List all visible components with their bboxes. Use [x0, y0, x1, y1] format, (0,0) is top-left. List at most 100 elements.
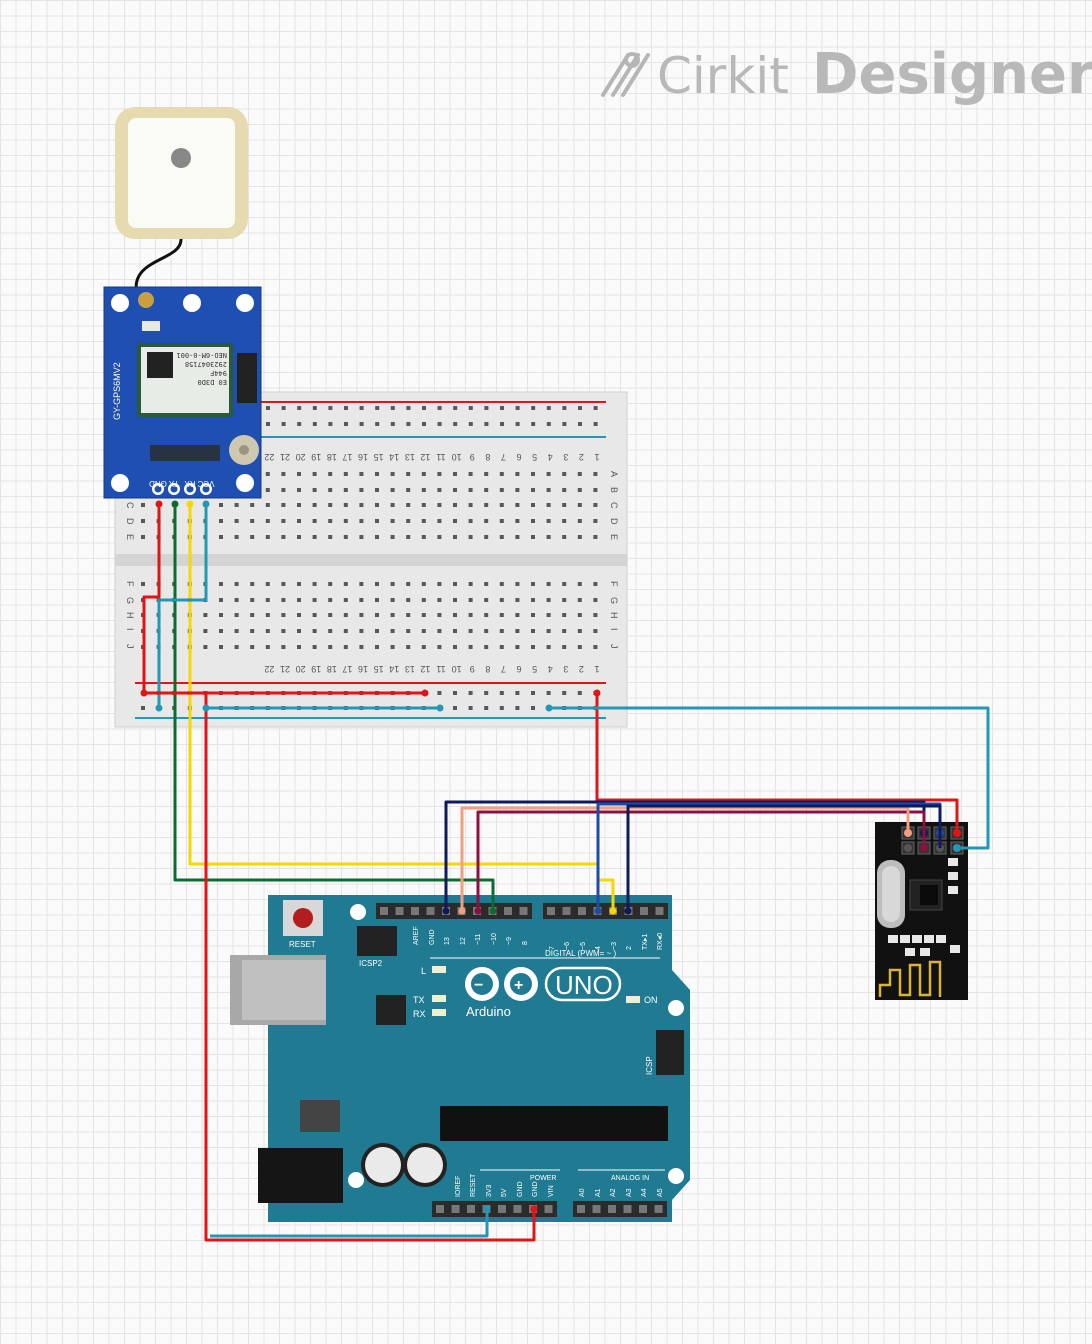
breadboard-hole[interactable] [468, 598, 473, 602]
breadboard-hole[interactable] [390, 519, 395, 523]
breadboard-rail-hole[interactable] [437, 406, 442, 410]
breadboard-hole[interactable] [390, 598, 395, 602]
breadboard-hole[interactable] [250, 613, 255, 617]
breadboard-hole[interactable] [562, 472, 567, 476]
breadboard-hole[interactable] [265, 598, 270, 602]
breadboard-hole[interactable] [219, 629, 223, 633]
breadboard-hole[interactable] [359, 645, 364, 649]
breadboard-rail-hole[interactable] [500, 406, 504, 410]
breadboard-hole[interactable] [546, 535, 551, 539]
breadboard-hole[interactable] [515, 535, 520, 539]
breadboard-hole[interactable] [219, 503, 223, 507]
breadboard-hole[interactable] [453, 629, 457, 633]
digital-header-right-pin[interactable] [578, 907, 586, 915]
breadboard-rail-hole[interactable] [468, 422, 473, 426]
breadboard-rail-hole[interactable] [499, 706, 504, 710]
breadboard-hole[interactable] [484, 472, 489, 476]
breadboard-hole[interactable] [437, 519, 442, 523]
breadboard-hole[interactable] [453, 582, 457, 586]
breadboard-hole[interactable] [312, 613, 317, 617]
breadboard-hole[interactable] [219, 535, 223, 539]
breadboard-rail-hole[interactable] [562, 406, 567, 410]
breadboard-hole[interactable] [234, 519, 239, 523]
nrf-pin-header[interactable] [901, 826, 964, 855]
wire-nrf-miso[interactable] [460, 806, 910, 911]
breadboard-hole[interactable] [531, 488, 535, 492]
breadboard-hole[interactable] [437, 645, 442, 649]
breadboard-hole[interactable] [468, 519, 473, 523]
breadboard-rail-hole[interactable] [297, 406, 302, 410]
breadboard-hole[interactable] [515, 598, 520, 602]
power-header-pin[interactable] [451, 1205, 460, 1213]
breadboard-hole[interactable] [265, 629, 270, 633]
breadboard-hole[interactable] [515, 472, 520, 476]
breadboard-hole[interactable] [328, 582, 333, 586]
breadboard-rail-hole[interactable] [593, 422, 598, 426]
breadboard-rail-hole[interactable] [453, 706, 457, 710]
breadboard-hole[interactable] [562, 488, 567, 492]
analog-header-pin[interactable] [608, 1205, 616, 1213]
breadboard-hole[interactable] [577, 535, 582, 539]
breadboard-hole[interactable] [281, 582, 286, 586]
breadboard-rail-hole[interactable] [578, 406, 582, 410]
breadboard-hole[interactable] [468, 629, 473, 633]
digital-header-right-pin[interactable] [547, 907, 555, 915]
breadboard-hole[interactable] [359, 582, 364, 586]
breadboard-hole[interactable] [593, 598, 598, 602]
breadboard-hole[interactable] [281, 613, 286, 617]
wire-arduino-5v[interactable] [204, 693, 536, 1242]
power-header-pin[interactable] [467, 1205, 475, 1213]
breadboard-hole[interactable] [562, 535, 567, 539]
breadboard-hole[interactable] [359, 629, 364, 633]
breadboard-hole[interactable] [562, 629, 567, 633]
breadboard-hole[interactable] [250, 598, 255, 602]
breadboard-hole[interactable] [468, 613, 473, 617]
breadboard-hole[interactable] [375, 598, 379, 602]
analog-header-pin[interactable] [623, 1205, 632, 1213]
breadboard-hole[interactable] [515, 629, 520, 633]
breadboard-hole[interactable] [265, 582, 270, 586]
wire-nrf-vcc[interactable] [595, 693, 959, 833]
breadboard-hole[interactable] [421, 535, 426, 539]
breadboard-hole[interactable] [203, 613, 208, 617]
breadboard-hole[interactable] [375, 519, 379, 523]
breadboard-hole[interactable] [265, 645, 270, 649]
breadboard-rail-hole[interactable] [515, 691, 520, 695]
breadboard-rail-hole[interactable] [406, 406, 411, 410]
breadboard-hole[interactable] [250, 519, 255, 523]
breadboard-hole[interactable] [421, 582, 426, 586]
wire-gps-vcc[interactable] [142, 504, 161, 693]
breadboard-rail-hole[interactable] [468, 406, 473, 410]
breadboard-hole[interactable] [499, 629, 504, 633]
breadboard-hole[interactable] [343, 598, 348, 602]
breadboard-hole[interactable] [265, 472, 270, 476]
breadboard-rail-hole[interactable] [577, 691, 582, 695]
breadboard-hole[interactable] [312, 488, 317, 492]
digital-header-left-pin[interactable] [519, 907, 528, 915]
breadboard-rail-hole[interactable] [312, 406, 317, 410]
wire-nrf-mosi[interactable] [476, 810, 926, 911]
breadboard-hole[interactable] [219, 582, 223, 586]
breadboard-rail-hole[interactable] [390, 422, 395, 426]
breadboard-rail-hole[interactable] [297, 422, 302, 426]
breadboard-hole[interactable] [577, 488, 582, 492]
breadboard-hole[interactable] [297, 629, 301, 633]
breadboard-rail-hole[interactable] [531, 691, 535, 695]
breadboard-hole[interactable] [499, 503, 504, 507]
breadboard-hole[interactable] [484, 488, 489, 492]
breadboard-hole[interactable] [499, 535, 504, 539]
breadboard-hole[interactable] [593, 472, 598, 476]
breadboard-hole[interactable] [531, 645, 535, 649]
breadboard-rail-hole[interactable] [546, 691, 551, 695]
breadboard-hole[interactable] [453, 503, 457, 507]
breadboard-hole[interactable] [421, 598, 426, 602]
breadboard-hole[interactable] [375, 629, 379, 633]
breadboard-hole[interactable] [359, 519, 364, 523]
breadboard-hole[interactable] [546, 629, 551, 633]
breadboard-hole[interactable] [468, 535, 473, 539]
digital-header-right-pin[interactable] [562, 907, 571, 915]
breadboard-hole[interactable] [453, 488, 457, 492]
breadboard-hole[interactable] [390, 613, 395, 617]
breadboard-hole[interactable] [546, 472, 551, 476]
breadboard-hole[interactable] [515, 503, 520, 507]
